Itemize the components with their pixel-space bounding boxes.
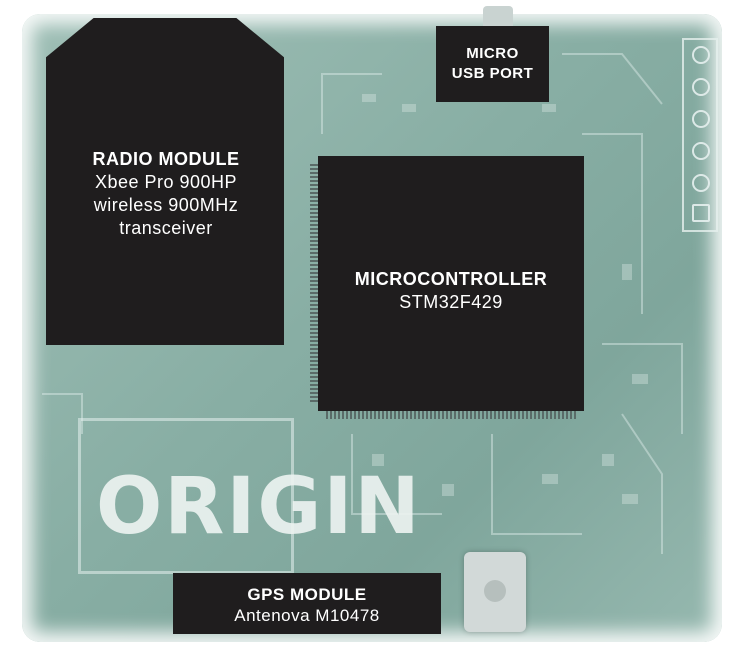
radio-module-title: RADIO MODULE	[92, 149, 240, 169]
gps-module-label-box	[173, 573, 441, 634]
microcontroller-part: STM32F429	[399, 291, 503, 312]
header-pin	[692, 78, 710, 96]
origin-logo: ORIGIN	[96, 462, 422, 552]
radio-module-label: RADIO MODULE Xbee Pro 900HP wireless 900…	[60, 148, 272, 241]
radio-module-line: wireless 900MHz	[93, 194, 239, 215]
radio-module-chip	[46, 18, 284, 345]
usb-connector	[483, 6, 513, 28]
header-pin	[692, 46, 710, 64]
pin-header	[682, 38, 718, 232]
gps-module-label: GPS MODULE Antenova M10478	[173, 584, 441, 627]
header-pin	[692, 204, 710, 222]
usb-port-label: MICRO USB PORT	[436, 44, 549, 83]
radio-module-line: Xbee Pro 900HP	[94, 171, 238, 192]
mcu-pins-bottom	[326, 411, 576, 419]
header-pin	[692, 174, 710, 192]
tactile-button	[464, 552, 526, 632]
silkscreen-outline	[78, 418, 294, 574]
usb-port-line: USB PORT	[451, 64, 534, 82]
header-pin	[692, 142, 710, 160]
header-pin	[692, 110, 710, 128]
gps-module-title: GPS MODULE	[247, 585, 367, 604]
usb-port-line: MICRO	[466, 45, 519, 62]
usb-port-label-box	[436, 26, 549, 102]
microcontroller-label: MICROCONTROLLER STM32F429	[318, 268, 584, 313]
mcu-pins-left	[310, 164, 318, 404]
microcontroller-title: MICROCONTROLLER	[354, 269, 548, 289]
gps-module-part: Antenova M10478	[234, 606, 380, 626]
radio-module-line: transceiver	[119, 218, 213, 239]
microcontroller-chip	[318, 156, 584, 411]
